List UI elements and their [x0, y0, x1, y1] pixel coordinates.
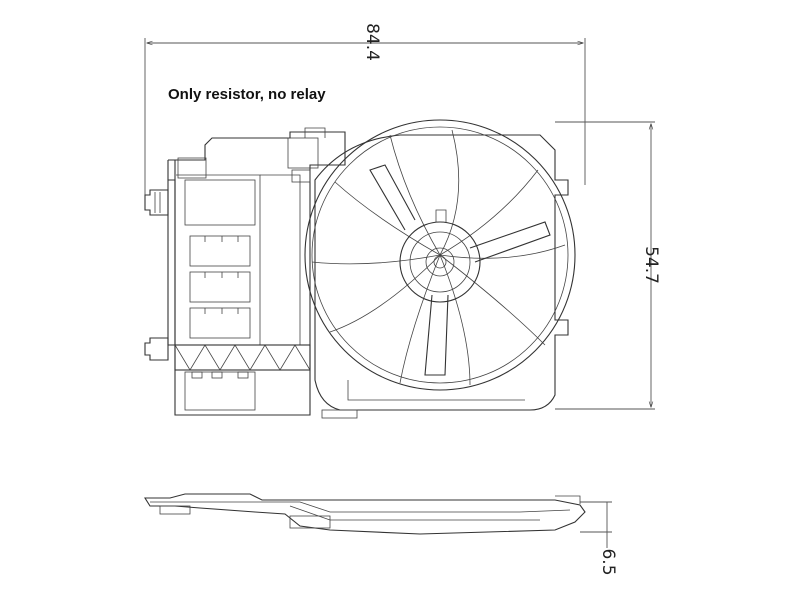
fan-shroud	[304, 119, 576, 419]
height-dimension-label: 54.7	[641, 246, 661, 284]
resistor-housing	[144, 127, 346, 416]
side-view-profile	[144, 493, 586, 535]
note-label: Only resistor, no relay	[168, 86, 326, 103]
width-dimension-label: 84.4	[362, 23, 382, 61]
width-dimension: 84.4	[144, 23, 586, 195]
depth-dimension-label: 6.5	[598, 548, 618, 575]
depth-dimension: 6.5	[580, 501, 618, 576]
height-dimension: 54.7	[555, 121, 661, 410]
